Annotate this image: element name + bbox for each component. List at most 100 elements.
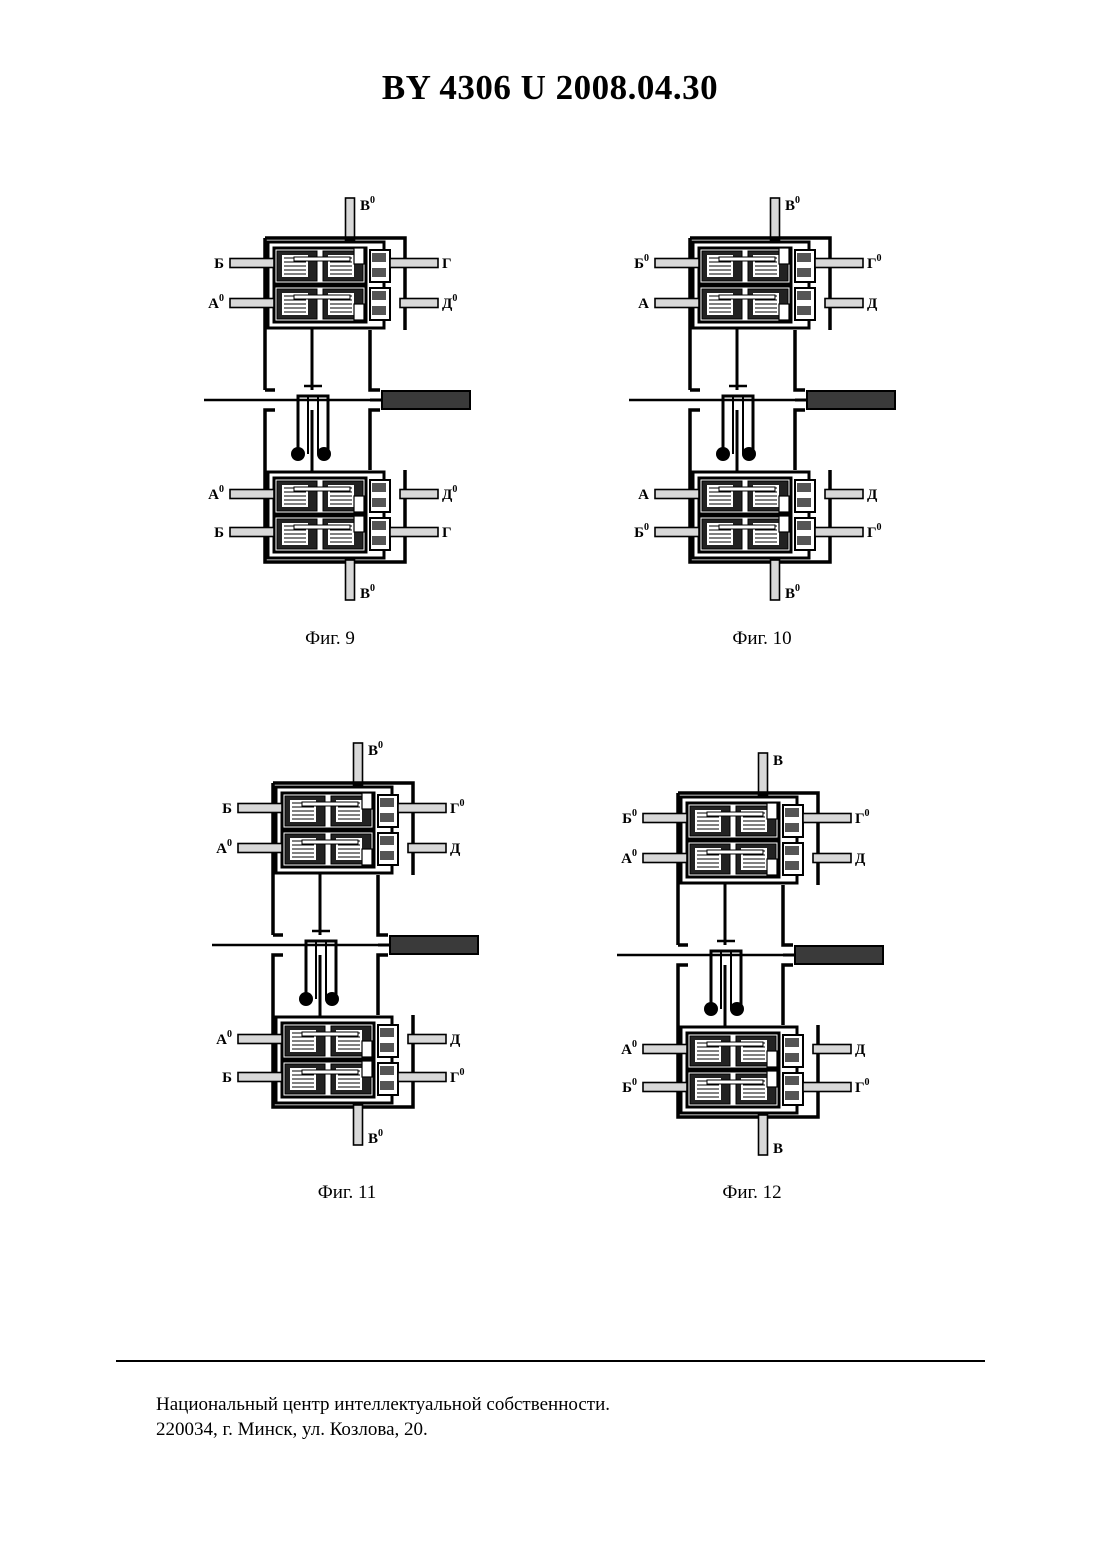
actuator-piston [767, 859, 777, 875]
actuator-chamber [372, 498, 386, 507]
actuator-chamber [797, 306, 811, 315]
planet-gear [291, 447, 305, 461]
spring [302, 1070, 358, 1074]
actuator-piston [354, 304, 364, 320]
rod-upper-left-2 [230, 299, 274, 308]
rod-lower-right-2 [398, 1073, 446, 1082]
actuator-chamber [380, 836, 394, 845]
spring [294, 487, 350, 491]
label-lower_right_2: Г0 [855, 1077, 870, 1096]
footer-organization: Национальный центр интеллектуальной собс… [156, 1392, 610, 1417]
rod-upper-left-1 [238, 804, 282, 813]
label-bottom: В [773, 1141, 783, 1157]
planet-gear [704, 1002, 718, 1016]
transmission-schematic: В0Б0Г0АДАДБ0Г0В0 [625, 190, 925, 610]
actuator-chamber [797, 521, 811, 530]
actuator-piston [767, 1071, 777, 1087]
actuator-piston [354, 248, 364, 264]
output-shaft [382, 391, 470, 409]
label-upper_left_2: А [638, 296, 649, 312]
lower-housing-right [795, 410, 805, 470]
actuator-piston [767, 803, 777, 819]
rod-upper-left-2 [655, 299, 699, 308]
output-shaft [390, 936, 478, 954]
figure-9-caption: Фиг. 9 [230, 628, 430, 650]
actuator-chamber [372, 253, 386, 262]
spring [707, 1080, 763, 1084]
lower-block-2 [687, 1071, 803, 1107]
label-bottom: В0 [785, 583, 800, 602]
label-upper_left_1: Б [214, 256, 224, 272]
planet-gear [716, 447, 730, 461]
rod-lower-left-1 [238, 1035, 282, 1044]
actuator-chamber [372, 291, 386, 300]
spring [294, 525, 350, 529]
actuator-chamber [380, 1028, 394, 1037]
upper-block-2 [282, 831, 398, 867]
actuator-piston [362, 1061, 372, 1077]
lower-block-1 [699, 478, 815, 514]
actuator-piston [779, 496, 789, 512]
spring [707, 812, 763, 816]
actuator-chamber [380, 1043, 394, 1052]
spring [719, 295, 775, 299]
rod-upper-right-1 [390, 259, 438, 268]
actuator-chamber [785, 1053, 799, 1062]
transmission-schematic: В0БГА0Д0А0Д0БГВ0 [200, 190, 500, 610]
upper-block-2 [687, 841, 803, 877]
label-lower_right_2: Г [442, 525, 452, 541]
schematic-group: ВБ0Г0А0ДА0ДБ0Г0В [617, 753, 883, 1157]
label-lower_right_2: Г0 [450, 1067, 465, 1086]
label-upper_right_2: Д [855, 851, 866, 867]
rod-lower-left-1 [643, 1045, 687, 1054]
actuator-piston [767, 1051, 777, 1067]
spring [719, 525, 775, 529]
label-top: В0 [368, 740, 383, 759]
top-rod [354, 743, 363, 785]
upper-housing-right [378, 875, 388, 935]
actuator-piston [354, 496, 364, 512]
rod-upper-right-1 [815, 259, 863, 268]
rod-upper-left-1 [655, 259, 699, 268]
label-upper_left_1: Б [222, 801, 232, 817]
planet-gear [742, 447, 756, 461]
upper-block-1 [699, 248, 815, 284]
label-upper_right_1: Г0 [450, 798, 465, 817]
rod-upper-left-2 [643, 854, 687, 863]
figure-10-diagram: В0Б0Г0АДАДБ0Г0В0 [625, 190, 925, 610]
label-upper_right_1: Г0 [867, 253, 882, 272]
spring [707, 850, 763, 854]
upper-block-1 [274, 248, 390, 284]
label-lower_left_1: А0 [621, 1039, 637, 1058]
bottom-rod [354, 1105, 363, 1145]
actuator-chamber [785, 808, 799, 817]
spring [707, 1042, 763, 1046]
figure-11-caption: Фиг. 11 [247, 1182, 447, 1204]
label-upper_right_2: Д [867, 296, 878, 312]
actuator-chamber [785, 1076, 799, 1085]
lower-housing-right [378, 955, 388, 1015]
footer-divider [116, 1360, 985, 1362]
actuator-chamber [372, 483, 386, 492]
lower-block-1 [274, 478, 390, 514]
label-upper_right_1: Г0 [855, 808, 870, 827]
rod-lower-right-2 [390, 528, 438, 537]
actuator-chamber [785, 846, 799, 855]
upper-block-1 [687, 803, 803, 839]
label-lower_left_1: А0 [216, 1029, 232, 1048]
label-upper_left_1: Б0 [634, 253, 649, 272]
rod-upper-right-2 [813, 854, 851, 863]
upper-block-2 [699, 286, 815, 322]
label-bottom: В0 [360, 583, 375, 602]
upper-housing-right [795, 330, 805, 390]
spring [302, 840, 358, 844]
actuator-chamber [797, 483, 811, 492]
label-top: В [773, 753, 783, 769]
lower-block-1 [687, 1033, 803, 1069]
spring [719, 257, 775, 261]
actuator-piston [779, 304, 789, 320]
label-lower_right_1: Д [450, 1032, 461, 1048]
lower-block-2 [282, 1061, 398, 1097]
label-upper_left_2: А0 [208, 293, 224, 312]
rod-lower-left-2 [238, 1073, 282, 1082]
